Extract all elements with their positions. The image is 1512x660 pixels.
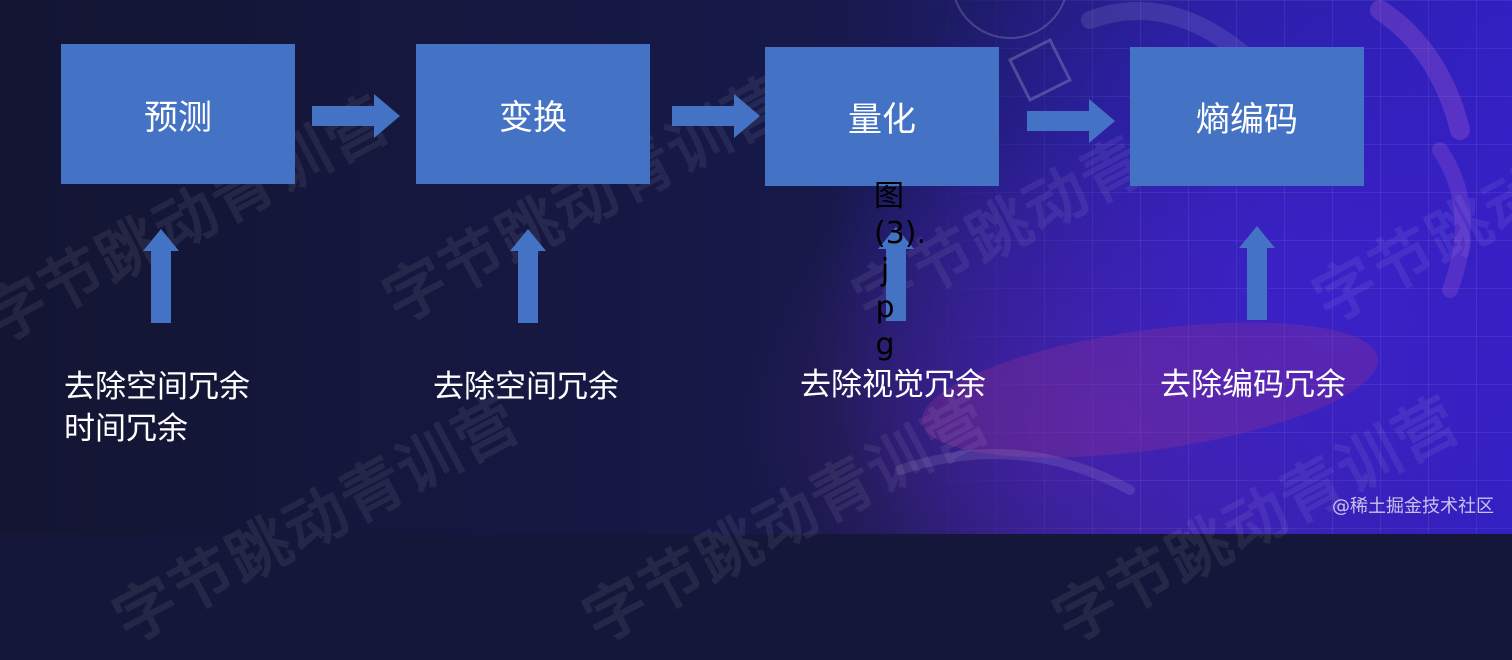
caption-line: 去除空间冗余	[433, 369, 619, 405]
background-illustration	[895, 0, 1471, 495]
caption-line: 去除空间冗余	[64, 369, 250, 405]
arrow-up-icon	[143, 229, 179, 323]
caption-line: 去除视觉冗余	[800, 367, 986, 403]
arrow-right-icon	[312, 94, 400, 138]
caption-prediction: 去除空间冗余 时间冗余	[64, 366, 250, 450]
caption-transform: 去除空间冗余	[433, 366, 619, 408]
box-label: 变换	[499, 97, 567, 138]
caption-entropy-coding: 去除编码冗余	[1160, 364, 1346, 406]
arrow-up-icon	[510, 229, 546, 323]
box-entropy-coding: 熵编码	[1130, 47, 1364, 186]
source-credit: @稀土掘金技术社区	[1332, 496, 1494, 517]
box-label: 熵编码	[1196, 100, 1298, 140]
box-quantization: 量化	[765, 47, 999, 186]
arrow-right-icon	[1027, 99, 1115, 143]
box-prediction: 预测	[61, 44, 295, 184]
arrow-up-icon	[1239, 226, 1275, 320]
arrow-right-icon	[672, 94, 760, 138]
box-label: 量化	[848, 100, 916, 140]
caption-quantization: 去除视觉冗余	[800, 364, 986, 406]
box-transform: 变换	[416, 44, 650, 184]
box-label: 预测	[144, 97, 212, 138]
arrow-up-icon	[878, 227, 914, 321]
caption-line: 去除编码冗余	[1160, 367, 1346, 403]
broken-image-filename: 图(3).jpg	[874, 179, 926, 362]
caption-line: 时间冗余	[64, 411, 188, 447]
